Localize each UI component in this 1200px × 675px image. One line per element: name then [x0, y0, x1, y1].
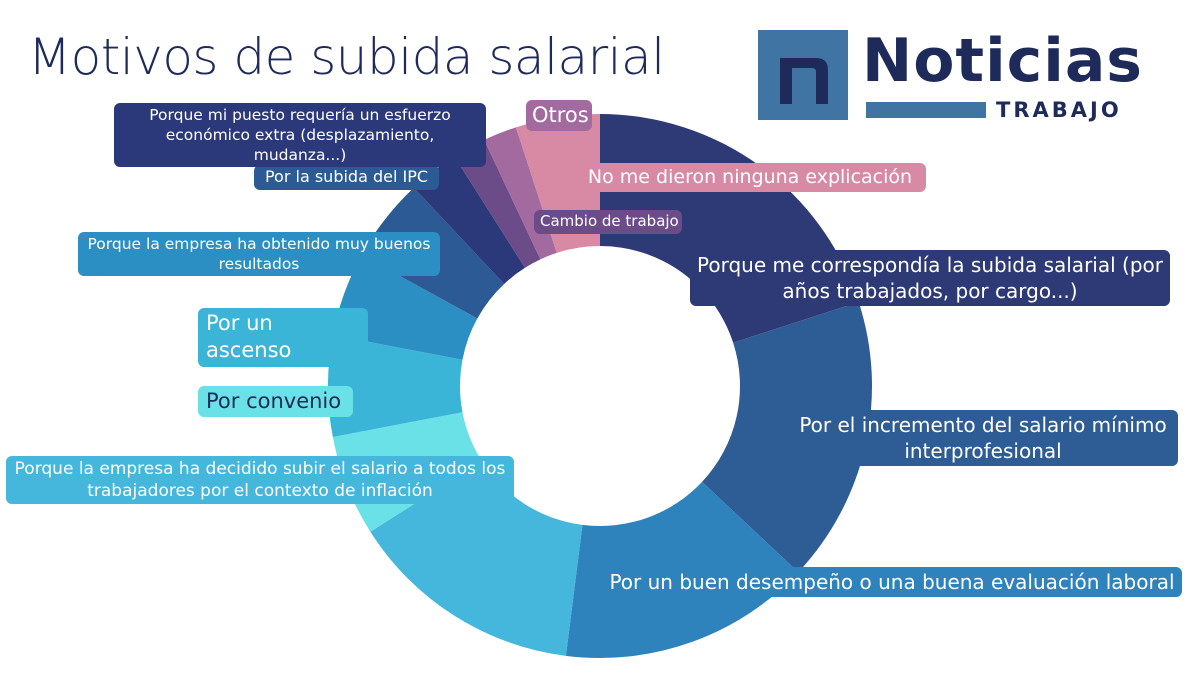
- logo-bar: [866, 102, 986, 118]
- slice-label: Por la subida del IPC: [254, 165, 439, 190]
- slice-label: Porque me correspondía la subida salaria…: [690, 250, 1170, 306]
- logo: Noticias TRABAJO: [758, 26, 1142, 122]
- slice-label: Porque mi puesto requería un esfuerzo ec…: [114, 103, 486, 168]
- donut-slice: [454, 139, 541, 268]
- slice-label: Por un buen desempeño o una buena evalua…: [602, 567, 1182, 597]
- donut-slice: [370, 461, 583, 656]
- slice-label: Cambio de trabajo: [534, 210, 682, 234]
- donut-slice: [332, 254, 478, 360]
- logo-name: Noticias: [862, 26, 1144, 96]
- slice-label: Por convenio: [198, 386, 353, 418]
- slice-label: Porque la empresa ha decidido subir el s…: [6, 456, 514, 505]
- slice-label: Otros: [526, 100, 592, 132]
- slice-label: Porque la empresa ha obtenido muy buenos…: [78, 232, 440, 277]
- logo-n-icon: [758, 30, 848, 120]
- chart-title: Motivos de subida salarial: [28, 28, 665, 86]
- donut-slice: [702, 301, 872, 573]
- slice-label: Por el incremento del salario mínimo int…: [788, 410, 1178, 466]
- donut-slice: [413, 156, 525, 284]
- slice-label: Por un ascenso: [198, 308, 368, 367]
- slice-label: No me dieron ninguna explicación: [574, 163, 926, 192]
- logo-subtitle: TRABAJO: [996, 98, 1122, 122]
